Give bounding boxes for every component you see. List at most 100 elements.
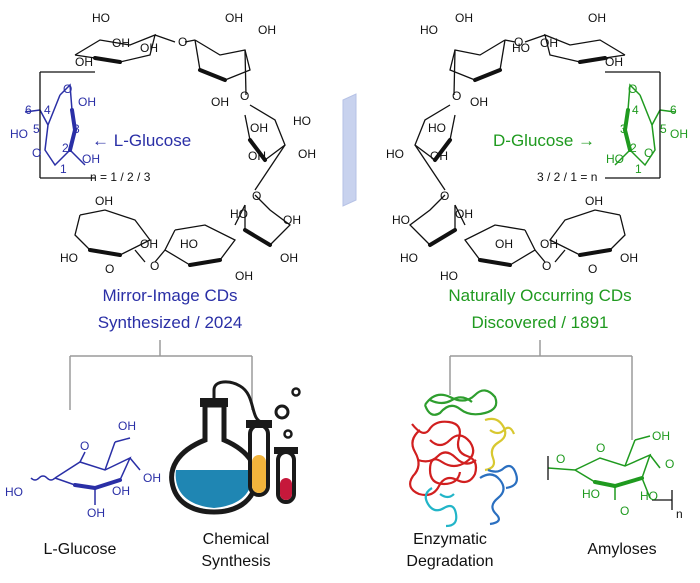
- right-cyclodextrin-ring: [409, 33, 676, 267]
- oh-label: HO: [606, 152, 624, 166]
- atom-number: 3: [620, 122, 627, 136]
- o-label: O: [252, 189, 261, 203]
- oh-label: OH: [250, 121, 268, 135]
- oh-label: OH: [258, 23, 276, 37]
- oh-label: HO: [512, 41, 530, 55]
- caption-enzymatic: Enzymatic: [413, 531, 487, 548]
- repeat-count-label: 3 / 2 / 1 = n: [537, 170, 597, 184]
- caption-chemical: Chemical: [203, 531, 270, 548]
- right-title-line1: Naturally Occurring CDs: [448, 286, 631, 305]
- repeat-count-label: n = 1 / 2 / 3: [90, 170, 151, 184]
- oh-label: OH: [588, 11, 606, 25]
- o-label: O: [440, 189, 449, 203]
- oh-label: OH: [112, 484, 130, 498]
- o-label: O: [63, 82, 72, 96]
- right-d-glucose-atoms: O OH O HO 4 6 3 5 2 1: [606, 82, 688, 176]
- oh-label: OH: [118, 419, 136, 433]
- oh-label: OH: [78, 95, 96, 109]
- mirror-plane: [342, 93, 357, 207]
- oh-label: HO: [180, 237, 198, 251]
- oh-label: OH: [455, 11, 473, 25]
- oh-label: OH: [470, 95, 488, 109]
- oh-label: OH: [280, 251, 298, 265]
- atom-number: 6: [25, 103, 32, 117]
- atom-number: 2: [630, 141, 637, 155]
- o-label: O: [514, 35, 523, 49]
- oh-label: OH: [283, 213, 301, 227]
- l-glucose-structure: OH O OH OH OH HO: [5, 419, 161, 520]
- polymer-n-label: n: [676, 507, 683, 521]
- atom-number: 5: [33, 122, 40, 136]
- o-label: O: [665, 457, 674, 471]
- atom-number: 4: [632, 103, 639, 117]
- d-glucose-arrow-label: D-Glucose →: [493, 131, 595, 150]
- oh-label: HO: [440, 269, 458, 283]
- o-label: O: [644, 146, 653, 160]
- left-title-line2: Synthesized / 2024: [98, 313, 243, 332]
- oh-label: OH: [95, 194, 113, 208]
- left-title-line1: Mirror-Image CDs: [102, 286, 237, 305]
- caption-l-glucose: L-Glucose: [44, 541, 117, 558]
- oh-label: OH: [540, 36, 558, 50]
- oh-label: HO: [582, 487, 600, 501]
- o-label: O: [596, 441, 605, 455]
- oh-label: HO: [5, 485, 23, 499]
- atom-number: 1: [635, 162, 642, 176]
- oh-label: OH: [82, 152, 100, 166]
- oh-label: OH: [87, 506, 105, 520]
- oh-label: OH: [652, 429, 670, 443]
- oh-label: OH: [585, 194, 603, 208]
- oh-label: HO: [293, 114, 311, 128]
- o-label: O: [588, 262, 597, 276]
- right-ring-labels: OH OH HO OH O OH HO OH O HO HO OH O OH H…: [386, 11, 638, 283]
- o-label: O: [240, 89, 249, 103]
- oh-label: HO: [10, 127, 28, 141]
- o-label: O: [628, 82, 637, 96]
- right-branch-connector: [449, 340, 633, 440]
- o-label: O: [178, 35, 187, 49]
- oh-label: HO: [400, 251, 418, 265]
- o-label: O: [80, 439, 89, 453]
- atom-number: 4: [44, 103, 51, 117]
- oh-label: OH: [248, 149, 266, 163]
- oh-label: OH: [235, 269, 253, 283]
- atom-number: 6: [670, 103, 677, 117]
- oh-label: OH: [605, 55, 623, 69]
- o-label: O: [105, 262, 114, 276]
- oh-label: OH: [75, 55, 93, 69]
- oh-label: OH: [143, 471, 161, 485]
- o-label: O: [32, 146, 41, 160]
- oh-label: HO: [640, 489, 658, 503]
- o-label: O: [542, 259, 551, 273]
- oh-label: OH: [540, 237, 558, 251]
- o-label: O: [452, 89, 461, 103]
- caption-amyloses: Amyloses: [587, 541, 656, 558]
- atom-number: 3: [73, 122, 80, 136]
- oh-label: HO: [230, 207, 248, 221]
- left-cyclodextrin-ring: HO OH OH OH O OH OH OH O OH HO OH OH O H…: [10, 11, 316, 283]
- o-label: O: [620, 504, 629, 518]
- l-glucose-arrow-label: ← L-Glucose: [92, 131, 191, 150]
- oh-label: OH: [225, 11, 243, 25]
- oh-label: HO: [392, 213, 410, 227]
- oh-label: OH: [140, 237, 158, 251]
- right-title-line2: Discovered / 1891: [471, 313, 608, 332]
- atom-number: 1: [60, 162, 67, 176]
- oh-label: OH: [495, 237, 513, 251]
- oh-label: OH: [112, 36, 130, 50]
- oh-label: HO: [428, 121, 446, 135]
- chemical-synthesis-flask-icon: [169, 380, 301, 515]
- oh-label: OH: [211, 95, 229, 109]
- atom-number: 5: [660, 122, 667, 136]
- oh-label: HO: [420, 23, 438, 37]
- oh-label: OH: [298, 147, 316, 161]
- enzyme-protein-ribbon: [409, 389, 518, 528]
- o-label: O: [150, 259, 159, 273]
- caption-synthesis: Synthesis: [201, 553, 270, 570]
- oh-label: HO: [92, 11, 110, 25]
- o-label: O: [556, 452, 565, 466]
- caption-degradation: Degradation: [406, 553, 493, 570]
- amylose-structure: OH O O O HO HO O n: [547, 429, 683, 521]
- oh-label: HO: [60, 251, 78, 265]
